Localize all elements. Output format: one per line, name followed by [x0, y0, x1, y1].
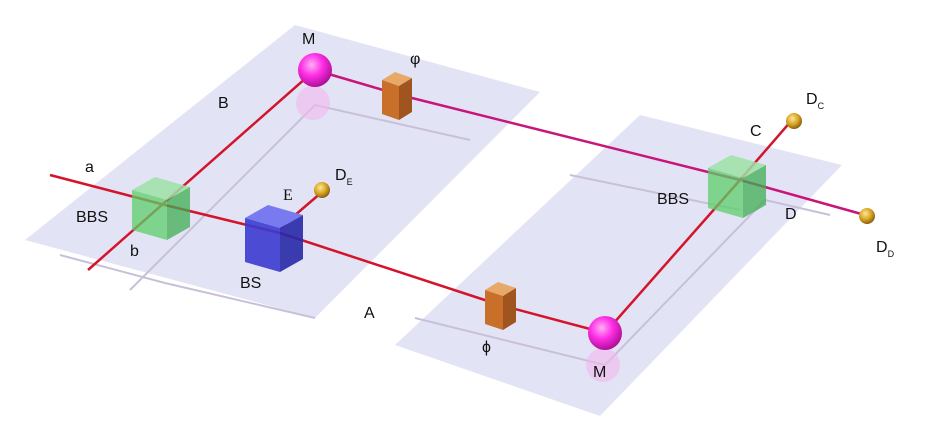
label-path-d: D — [785, 206, 797, 223]
label-detector-c: DC — [806, 91, 825, 111]
label-input-a: a — [85, 159, 94, 176]
label-mirror-bottom: M — [593, 364, 606, 381]
detector-c — [786, 113, 802, 129]
label-detector-d: DD — [876, 239, 895, 259]
label-path-b: B — [218, 95, 229, 112]
left-plane — [25, 25, 540, 318]
bbs-right — [708, 155, 766, 218]
label-mirror-top: M — [302, 31, 315, 48]
mirror-bottom — [588, 316, 622, 350]
label-phase-top: φ — [410, 51, 420, 68]
mirror-bottom-reflection — [586, 348, 620, 382]
magenta-beams — [314, 68, 866, 217]
beam-b-to-mirror-top — [87, 69, 316, 271]
mirror-top-reflection — [296, 86, 330, 120]
phase-shifter-bottom — [485, 282, 516, 330]
phase-shifter-top — [382, 72, 412, 120]
detector-e — [314, 182, 330, 198]
mirror-top — [298, 53, 332, 87]
bs-cube — [245, 205, 303, 272]
label-bbs-right: BBS — [657, 191, 689, 208]
label-bbs-left: BBS — [76, 209, 108, 226]
label-path-e: E — [283, 187, 293, 204]
bbs-left — [132, 177, 190, 240]
label-path-c: C — [750, 123, 762, 140]
label-path-a: A — [364, 305, 375, 322]
label-bs: BS — [240, 275, 261, 292]
label-phase-bottom: ϕ — [482, 339, 491, 356]
detector-d — [859, 208, 875, 224]
label-input-b: b — [130, 243, 139, 260]
label-detector-e: DE — [335, 167, 353, 187]
